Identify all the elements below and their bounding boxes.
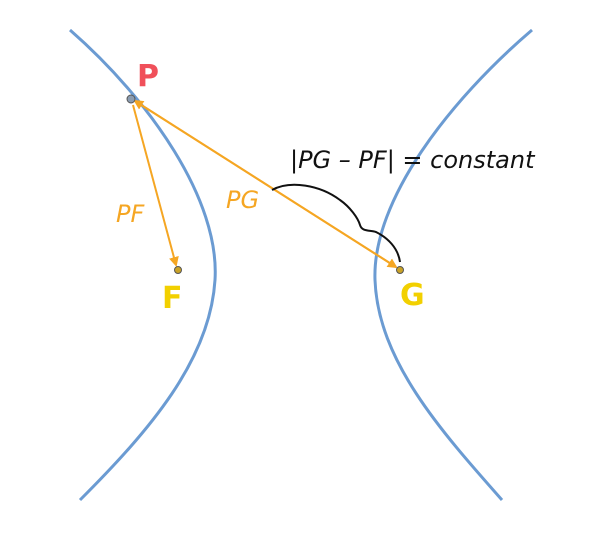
point-p-dot <box>126 94 136 104</box>
point-g-dot <box>396 266 404 274</box>
hyperbola-right-branch <box>373 28 533 501</box>
segment-pf-label: PF <box>116 200 145 228</box>
point-g-label: G <box>400 278 425 313</box>
equation-label: |PG – PF| = constant <box>290 146 536 174</box>
segment-pf-arrow <box>132 104 179 267</box>
segment-pg-label: PG <box>226 186 259 214</box>
point-f-label: F <box>162 281 183 316</box>
point-p-label: P <box>137 59 159 94</box>
brace <box>271 183 401 263</box>
hyperbola-left-branch <box>69 28 217 502</box>
segment-gp-arrow <box>133 99 397 268</box>
point-f-dot <box>174 266 182 274</box>
